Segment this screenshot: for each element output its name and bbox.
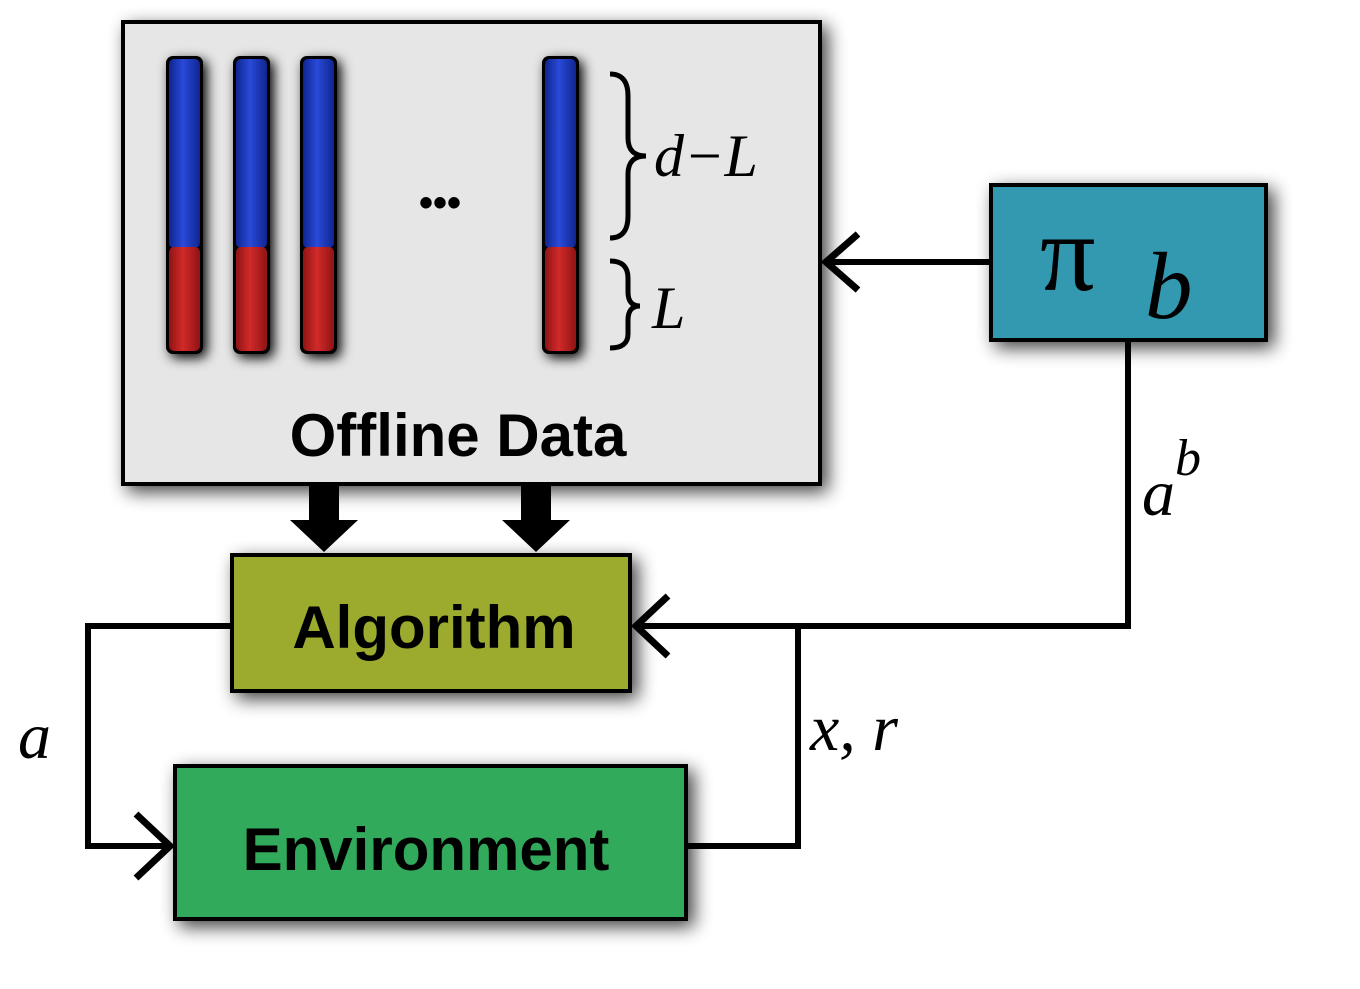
edge-label-action: a [18, 700, 51, 773]
behavior-action-sup: b [1175, 430, 1201, 487]
environment-node: Environment [173, 764, 688, 921]
brace-top-label: d−L [654, 123, 758, 189]
edge-environment-to-algorithm [686, 626, 801, 849]
environment-box [173, 764, 688, 921]
data-column [542, 56, 579, 354]
data-column [166, 56, 203, 354]
behavior-action-base: a [1142, 457, 1175, 530]
algorithm-label: Algorithm [292, 594, 575, 661]
behavior-policy-subscript: b [1145, 233, 1193, 339]
brace-top [609, 71, 647, 241]
behavior-policy-node: π b [989, 183, 1268, 342]
algorithm-box [230, 553, 632, 693]
algorithm-node: Algorithm [230, 553, 632, 693]
edge-data-to-algorithm-left [290, 486, 358, 552]
offline-data-label: Offline Data [290, 402, 627, 469]
data-column [233, 56, 270, 354]
offline-data-node: ••• d−L L Offline Data [121, 20, 822, 486]
edge-label-behavior-action: ab [1142, 430, 1201, 530]
edge-algorithm-to-environment [85, 623, 232, 881]
columns-ellipsis: ••• [419, 181, 461, 225]
behavior-policy-symbol: π [1040, 192, 1096, 314]
environment-label: Environment [243, 816, 610, 883]
behavior-policy-box [989, 183, 1268, 342]
data-column [300, 56, 337, 354]
edge-label-observation-reward: x, r [809, 692, 898, 765]
brace-bottom-label: L [651, 275, 685, 341]
edge-data-to-algorithm-right [502, 486, 570, 552]
brace-bottom [609, 258, 641, 351]
edge-policy-to-data [820, 231, 991, 293]
